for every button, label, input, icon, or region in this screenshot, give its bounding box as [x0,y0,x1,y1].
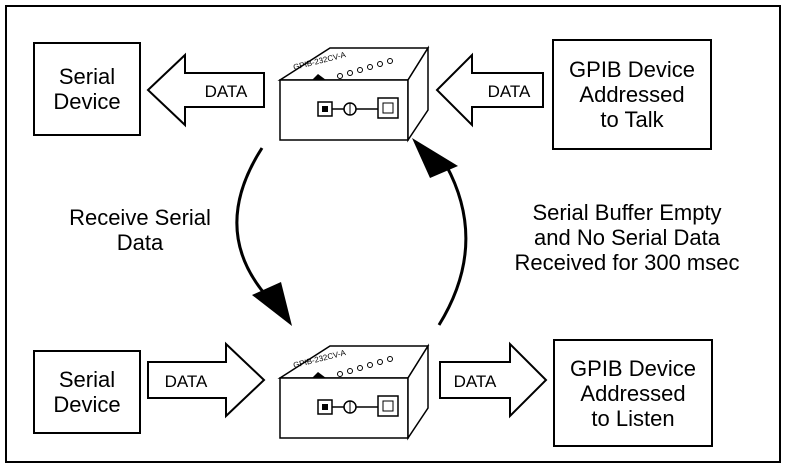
bottom-gpib-232cv-a-device-icon: GPIB-232CV-A [277,343,430,441]
buffer-empty-caption: Serial Buffer Empty and No Serial Data R… [477,200,777,275]
curved-arrow-up [412,138,468,326]
top-serial-device-line-2: Device [53,89,121,114]
buffer-caption-line-1: Serial Buffer Empty [532,200,722,225]
top-data-arrow-right-label: DATA [488,82,531,101]
receive-caption-line-2: Data [116,230,164,255]
bottom-gpib-device-box: GPIB Device Addressed to Listen [553,339,713,447]
bottom-gpib-device-line-1: GPIB Device [570,355,696,381]
figure-frame [5,5,781,463]
bottom-data-arrow-left-label: DATA [165,372,208,391]
bottom-data-arrow-left: DATA [147,341,266,419]
top-gpib-device-box: GPIB Device Addressed to Talk [552,39,712,150]
bottom-data-arrow-right-label: DATA [454,372,497,391]
bottom-gpib-device-line-3: to Listen [591,405,675,431]
buffer-caption-line-3: Received for 300 msec [514,250,740,275]
bottom-serial-device-box: Serial Device [33,350,141,434]
bottom-data-arrow-right: DATA [439,341,548,419]
top-serial-device-box: Serial Device [33,42,141,136]
receive-serial-data-caption: Receive Serial Data [40,205,240,255]
buffer-caption-line-2: and No Serial Data [534,225,720,250]
bottom-serial-device-line-2: Device [53,392,121,417]
top-data-arrow-left: DATA [146,52,265,128]
bottom-gpib-device-line-2: Addressed [580,380,686,406]
top-data-arrow-right: DATA [435,52,544,128]
top-gpib-device-line-1: GPIB Device [569,57,695,82]
bottom-serial-device-line-1: Serial [58,367,116,392]
top-serial-device-line-1: Serial [58,64,116,89]
curved-arrow-down [235,147,292,326]
receive-caption-line-1: Receive Serial [69,205,211,230]
top-gpib-device-line-3: to Talk [600,107,664,132]
top-gpib-device-line-2: Addressed [579,82,685,107]
top-data-arrow-left-label: DATA [205,82,248,101]
top-gpib-232cv-a-device-icon: GPIB-232CV-A [277,45,430,143]
